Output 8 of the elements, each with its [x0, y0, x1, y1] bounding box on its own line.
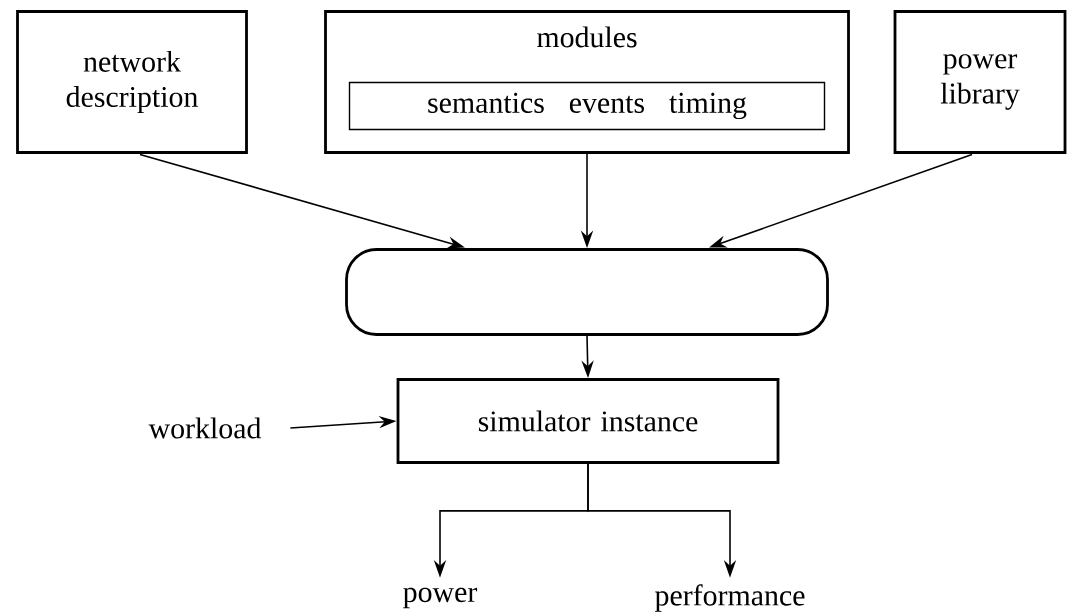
output-label: performance — [655, 584, 805, 612]
output-label: power — [403, 587, 478, 609]
process-box — [345, 248, 829, 336]
module-parts-box: semantics events timing — [348, 81, 826, 131]
process-box: simulator instance — [396, 378, 780, 464]
source-box: network description — [16, 10, 248, 154]
input-label: workload — [148, 417, 262, 439]
source-box: power library — [893, 10, 1067, 154]
